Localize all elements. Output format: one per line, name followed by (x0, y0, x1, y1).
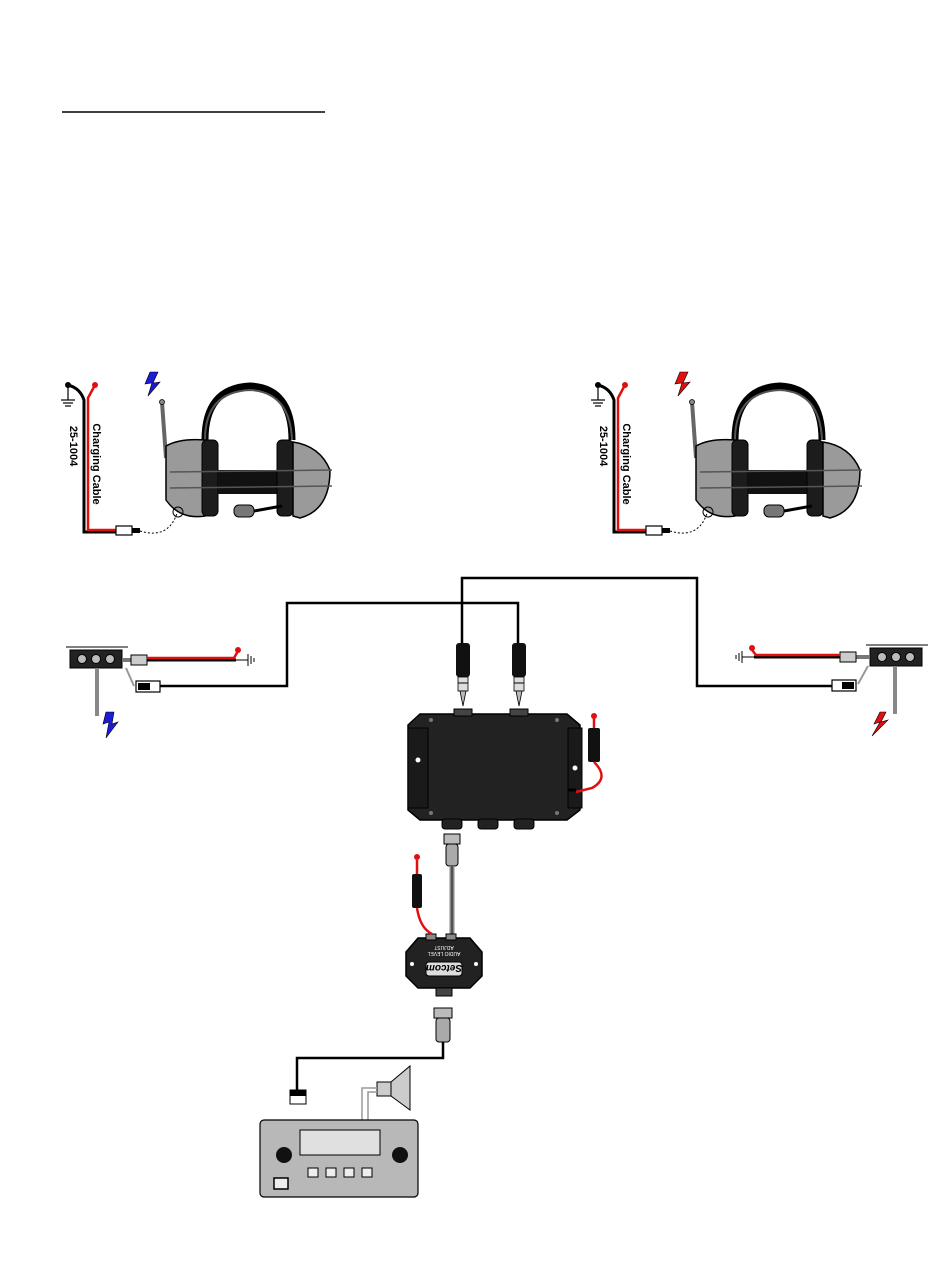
headset-icon (160, 386, 333, 518)
cable-part-number: 25-1004 (597, 426, 609, 467)
right-transceiver (736, 645, 928, 736)
cable-label: Charging Cable (620, 423, 632, 504)
left-transceiver (66, 647, 254, 738)
lightning-bolt-icon (872, 712, 888, 736)
charging-plug (646, 526, 662, 535)
ground-icon (736, 651, 754, 663)
left-headset-group: 25-1004 Charging Cable (61, 372, 332, 535)
ground-icon (236, 654, 254, 666)
right-phone-plug (512, 643, 526, 706)
headset-icon (690, 386, 863, 518)
radio-connector (290, 1008, 452, 1104)
cable-part-number: 25-1004 (67, 426, 79, 467)
cable-label: Charging Cable (90, 423, 102, 504)
charging-plug (116, 526, 132, 535)
interface-base-station (408, 709, 602, 829)
adjust-label-line2: ADJUST (434, 944, 453, 950)
right-headset-group: 25-1004 Charging Cable (591, 372, 862, 535)
left-phone-plug (456, 643, 470, 706)
audio-level-adjust-box: AUDIO LEVEL ADJUST Setcom (406, 854, 482, 996)
brand-logo: Setcom (426, 962, 462, 973)
lightning-bolt-icon (103, 712, 118, 738)
interface-audio-cable (444, 834, 460, 936)
lightning-bolt-icon (145, 372, 160, 396)
speaker-icon (362, 1066, 410, 1120)
radio-icon (260, 1120, 418, 1197)
lightning-bolt-icon (675, 372, 690, 396)
